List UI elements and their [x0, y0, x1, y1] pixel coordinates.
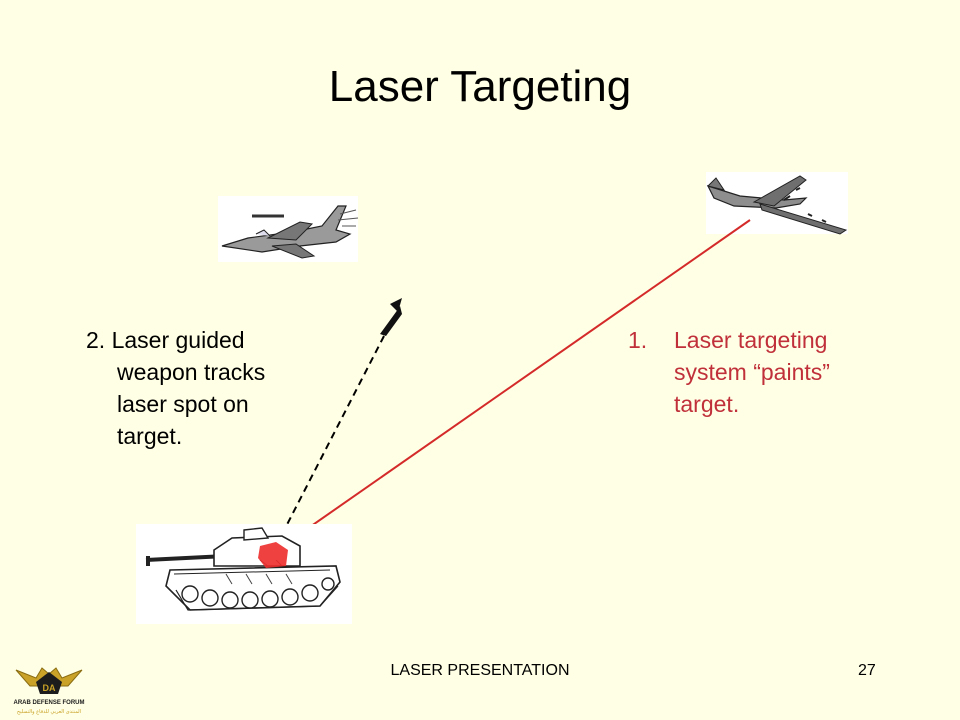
step-2-line: weapon tracks — [117, 359, 266, 385]
cargo-aircraft-icon — [706, 172, 848, 235]
step-2-line: 2. Laser guided — [86, 327, 245, 353]
fighter-jet-icon — [218, 196, 359, 262]
logo-emblem: DA — [43, 683, 56, 693]
step-1-number: 1. — [628, 327, 648, 353]
laser-beam — [273, 219, 751, 553]
weapon-path — [275, 335, 385, 547]
tank-icon — [136, 524, 352, 624]
arab-defense-forum-logo: DA ARAB DEFENSE FORUM المنتدى العربي للد… — [13, 667, 85, 715]
footer-title: LASER PRESENTATION — [390, 662, 570, 679]
step-1-line: Laser targeting — [674, 327, 828, 353]
page-number: 27 — [858, 662, 876, 679]
step-1-line: target. — [674, 391, 740, 417]
slide-title: Laser Targeting — [328, 62, 632, 111]
logo-arabic-text: المنتدى العربي للدفاع والتسليح — [17, 709, 81, 715]
step-2-line: target. — [117, 423, 183, 449]
step-2-line: laser spot on — [117, 391, 249, 417]
laser-spot-icon — [258, 542, 288, 568]
step-2-text: 2. Laser guided weapon tracks laser spot… — [86, 324, 326, 452]
step-1-line: system “paints” — [674, 359, 830, 385]
guided-missile-icon — [380, 298, 402, 336]
step-1-text: 1. Laser targeting system “paints” targe… — [628, 324, 888, 420]
logo-text: ARAB DEFENSE FORUM — [13, 700, 84, 706]
